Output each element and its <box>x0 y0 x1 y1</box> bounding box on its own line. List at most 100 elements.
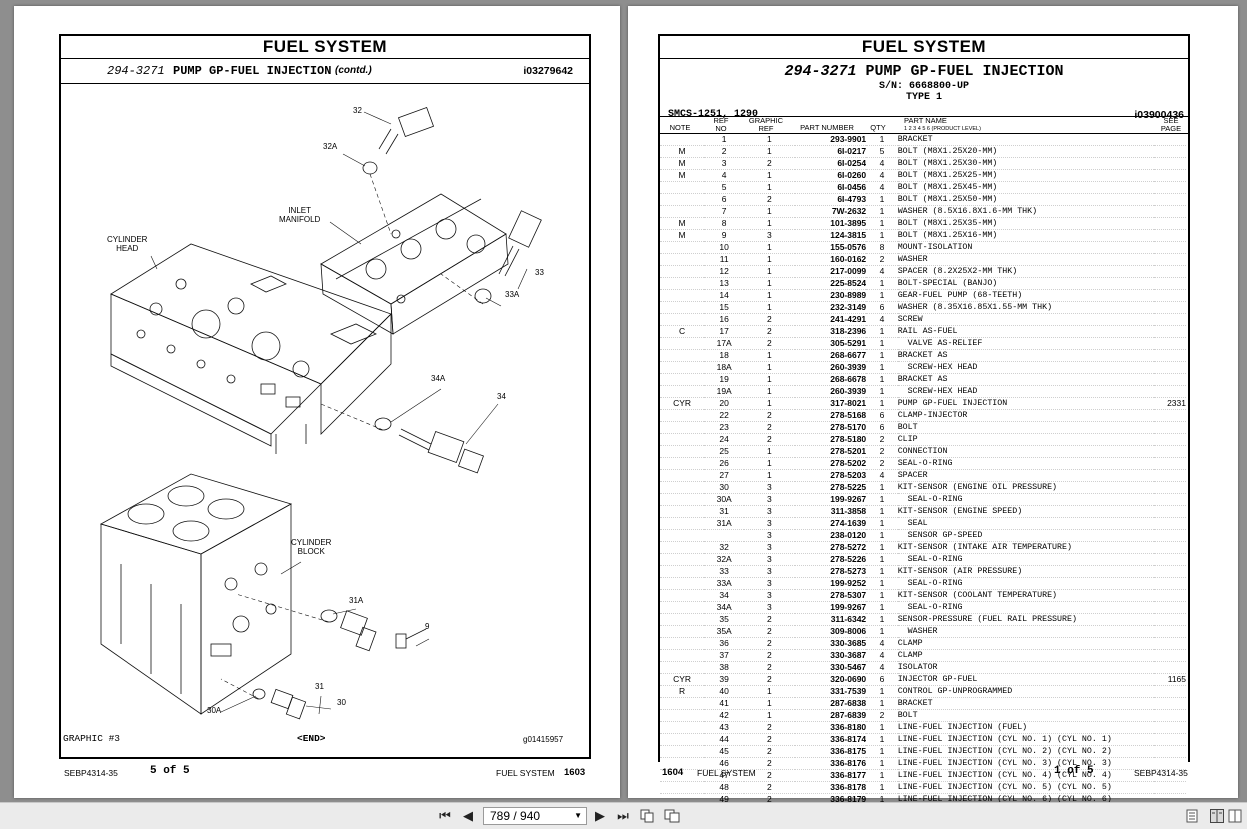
cell-graphic-ref: 1 <box>744 685 795 698</box>
right-footer-doc: SEBP4314-35 <box>1134 768 1188 778</box>
cell-graphic-ref: 1 <box>744 205 795 218</box>
cell-part-name: BOLT (M8X1.25X35-MM) <box>897 217 1155 230</box>
cell-part-number: 278-5201 <box>794 445 867 458</box>
cell-ref-no: 23 <box>704 421 745 434</box>
cell-ref-no: 15 <box>704 301 745 314</box>
cell-qty: 6 <box>866 421 898 434</box>
cell-see-page <box>1154 217 1186 230</box>
table-header: NOTE REF NO GRAPHIC REF PART NUMBER QTY … <box>660 116 1188 134</box>
cell-part-number: 278-5180 <box>794 433 867 446</box>
cell-qty: 1 <box>866 397 898 410</box>
cell-part-name: CONTROL GP-UNPROGRAMMED <box>897 685 1155 698</box>
col-note: NOTE <box>669 123 691 132</box>
previous-page-icon[interactable]: ◀ <box>463 808 473 823</box>
page-number-select[interactable]: 789 / 940▼ <box>483 807 587 825</box>
next-page-icon[interactable]: ▶ <box>595 808 605 823</box>
cell-see-page <box>1154 625 1186 638</box>
cell-part-name: BOLT <box>897 709 1155 722</box>
cell-graphic-ref: 3 <box>744 565 795 578</box>
cell-part-number: 278-5307 <box>794 589 867 602</box>
viewer-toolbar: ⏮ ◀ 789 / 940▼ ▶ ⏭ <box>0 802 1247 829</box>
cell-qty: 1 <box>866 721 898 734</box>
cell-ref-no: 18 <box>704 349 745 362</box>
cell-see-page <box>1154 229 1186 242</box>
cell-part-name: BOLT (M8X1.25X30-MM) <box>897 157 1155 170</box>
cell-part-name: SCREW <box>897 313 1155 326</box>
cell-graphic-ref: 1 <box>744 709 795 722</box>
fit-page-icon[interactable] <box>664 809 680 823</box>
cell-see-page <box>1154 193 1186 206</box>
cell-see-page <box>1154 709 1186 722</box>
cell-part-number: 199-9252 <box>794 577 867 590</box>
sensor-30-drawing <box>252 688 307 720</box>
single-page-view-icon[interactable] <box>1186 809 1198 823</box>
cell-part-number: 336-8175 <box>794 745 867 758</box>
cell-part-name: SEAL-O-RING <box>897 577 1155 590</box>
cell-graphic-ref: 2 <box>744 745 795 758</box>
cell-part-number: 336-8176 <box>794 757 867 770</box>
cell-part-number: 7W-2632 <box>794 205 867 218</box>
cell-graphic-ref: 2 <box>744 661 795 674</box>
cell-part-number: 217-0099 <box>794 265 867 278</box>
first-page-icon[interactable]: ⏮ <box>439 808 451 823</box>
callout-32a: 32A <box>323 142 338 151</box>
cell-graphic-ref: 2 <box>744 409 795 422</box>
cell-note <box>660 493 705 506</box>
cell-part-name: CLAMP <box>897 649 1155 662</box>
cell-see-page <box>1154 601 1186 614</box>
cell-see-page <box>1154 421 1186 434</box>
callout-9: 9 <box>425 622 430 631</box>
col-part-number: PART NUMBER <box>800 123 854 132</box>
cell-part-name: SEAL-O-RING <box>897 457 1155 470</box>
cell-note <box>660 134 705 146</box>
cell-part-name: SEAL-O-RING <box>897 493 1155 506</box>
cell-part-name: RAIL AS-FUEL <box>897 325 1155 338</box>
right-frame: FUEL SYSTEM 294-3271 PUMP GP-FUEL INJECT… <box>658 34 1190 806</box>
cell-graphic-ref: 3 <box>744 589 795 602</box>
cell-note <box>660 445 705 458</box>
last-page-icon[interactable]: ⏭ <box>617 808 629 823</box>
cell-ref-no: 32A <box>704 553 745 566</box>
cell-graphic-ref: 3 <box>744 481 795 494</box>
continuous-view-icon[interactable] <box>1228 809 1242 823</box>
cell-part-number: 6I-0456 <box>794 181 867 194</box>
cell-qty: 4 <box>866 169 898 182</box>
cell-part-number: 268-6677 <box>794 349 867 362</box>
callout-cylinder-block: CYLINDER BLOCK <box>291 538 332 556</box>
cell-ref-no: 30A <box>704 493 745 506</box>
cell-part-number: 311-6342 <box>794 613 867 626</box>
cell-graphic-ref: 1 <box>744 469 795 482</box>
cell-qty: 1 <box>866 565 898 578</box>
cell-note <box>660 337 705 350</box>
cell-part-number: 278-5168 <box>794 409 867 422</box>
cell-see-page <box>1154 661 1186 674</box>
copy-page-icon[interactable] <box>640 809 654 823</box>
cell-graphic-ref: 3 <box>744 517 795 530</box>
cell-ref-no: 38 <box>704 661 745 674</box>
two-page-view-icon[interactable] <box>1210 809 1224 823</box>
cell-part-number: 101-3895 <box>794 217 867 230</box>
cell-note <box>660 193 705 206</box>
cell-see-page <box>1154 721 1186 734</box>
cell-ref-no: 45 <box>704 745 745 758</box>
serial-number: S/N: 6668800-UP <box>878 81 969 92</box>
cell-ref-no: 8 <box>704 217 745 230</box>
cell-note <box>660 601 705 614</box>
cell-ref-no: 46 <box>704 757 745 770</box>
left-footer-section: FUEL SYSTEM <box>496 768 555 778</box>
cell-graphic-ref: 1 <box>744 361 795 374</box>
